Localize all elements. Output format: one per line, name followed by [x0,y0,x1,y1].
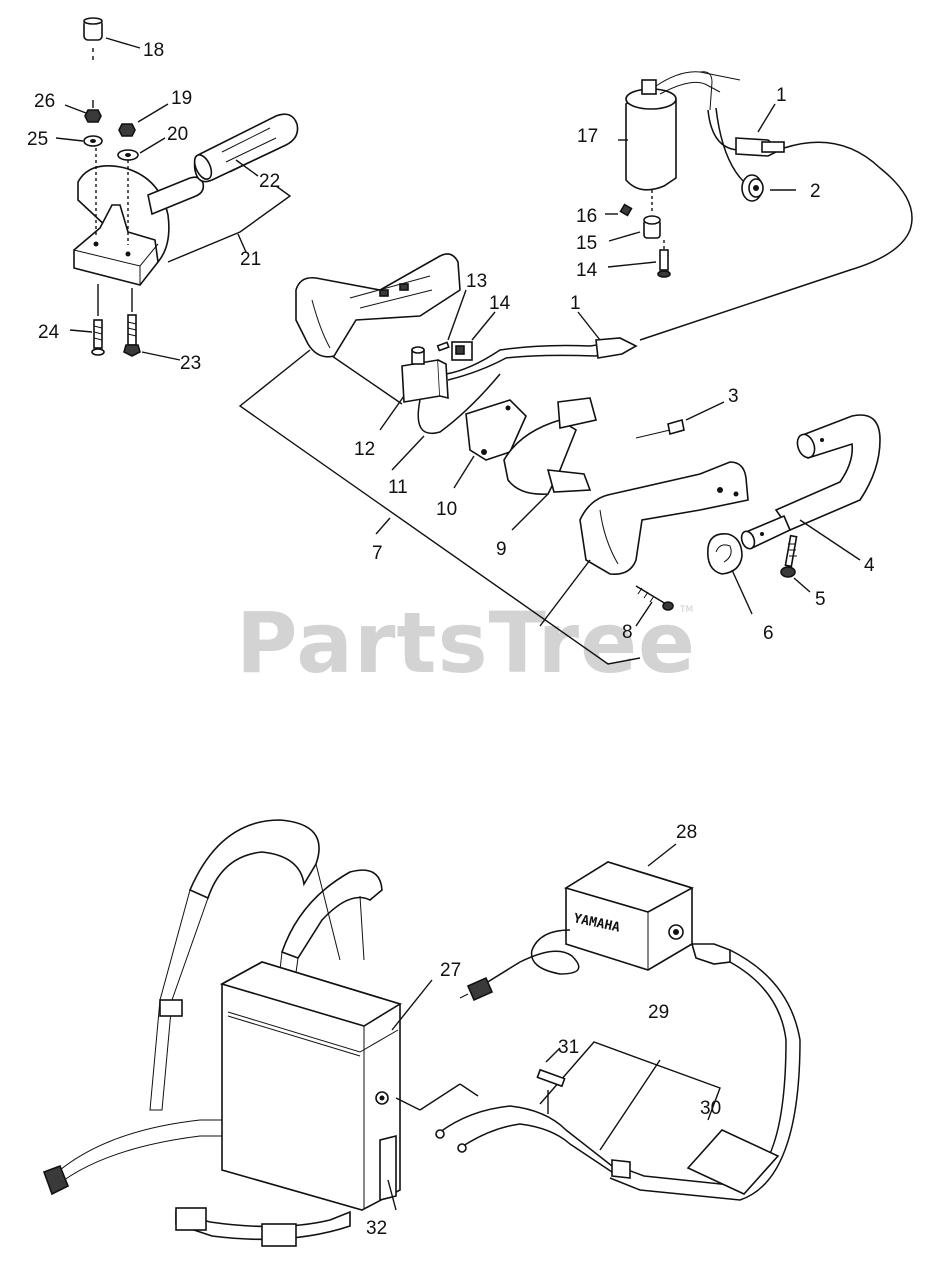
callout-1-top: 1 [776,85,787,106]
housing-bottom-part-7[interactable] [579,461,749,576]
trigger-part-9[interactable] [503,397,597,496]
waist-belt[interactable] [42,1119,351,1247]
callout-17: 16 [576,206,597,227]
callout-3: 3 [728,386,739,407]
grommet-part-2[interactable] [741,174,764,202]
grip-part-23[interactable] [191,113,299,183]
ignition-coil-assembly [605,71,913,341]
callout-30: 29 [648,1002,669,1023]
callout-15: 14 [576,260,598,281]
washer-part-26[interactable] [83,135,103,147]
callout-14: 14 [489,293,511,314]
callout-9: 9 [496,539,507,560]
nut-part-20[interactable] [118,123,136,137]
handle-plate[interactable] [73,165,205,286]
callout-26: 25 [27,129,48,150]
callout-25: 24 [38,322,60,343]
handle-plate-assembly [55,17,299,361]
switch-part-12[interactable] [401,346,449,403]
output-connector[interactable] [690,943,731,965]
callout-21: 20 [167,124,188,145]
bolt-part-24[interactable] [123,314,141,357]
callout-labels: 18 26 19 25 20 22 21 24 23 1 17 2 16 15 … [27,40,875,1239]
part-17[interactable] [619,203,633,217]
clip-part-3[interactable] [667,418,685,436]
cable-part-30[interactable] [435,1105,631,1179]
shoulder-straps[interactable] [149,819,383,1151]
callout-18: 17 [577,126,598,147]
nut-part-27[interactable] [84,109,102,123]
connector-part-1[interactable] [735,137,785,157]
callout-20: 19 [171,88,192,109]
battery-pack-part-28[interactable] [219,961,402,1211]
screw-part-15[interactable] [657,249,671,278]
block-part-14[interactable] [451,341,473,361]
callout-28: 27 [440,960,461,981]
callout-6: 6 [763,623,774,644]
callout-24: 23 [180,353,201,374]
callout-29: 28 [676,822,697,843]
clamp-part-6[interactable] [706,532,743,575]
callout-4: 4 [864,555,875,576]
screw-part-5[interactable] [780,534,798,578]
callout-13: 13 [466,271,487,292]
callout-5: 5 [815,589,826,610]
callout-27: 26 [34,91,55,112]
callout-2: 2 [810,181,821,202]
tube-part-4[interactable] [739,414,881,551]
fuse-part-32[interactable] [536,1068,566,1088]
washer-part-21[interactable] [117,149,139,161]
callout-19: 18 [143,40,164,61]
callout-7: 7 [372,543,383,564]
callout-8: 8 [622,622,633,643]
callout-11: 11 [388,477,408,498]
handle-housing-assembly [238,253,881,665]
cap-part-19[interactable] [83,17,103,41]
screw-part-8[interactable] [635,585,674,611]
watermark-text: PartsTree [236,594,696,692]
charger-part-29[interactable]: YAMAHA [564,861,695,971]
callout-33: 32 [366,1218,387,1239]
callout-22: 21 [240,249,261,270]
callout-31: 30 [700,1098,721,1119]
part-16[interactable] [643,215,661,239]
label-part-31[interactable] [686,1129,780,1195]
power-plug[interactable] [459,976,494,1002]
pin-part-13[interactable] [436,341,450,352]
callout-12: 12 [354,439,375,460]
coil-part-18[interactable] [625,71,741,191]
callout-1-middle: 1 [570,293,581,314]
housing-top-part-7[interactable] [295,253,461,358]
bolt-part-25[interactable] [91,319,105,356]
callout-16: 15 [576,233,597,254]
backpack-assembly: YAMAHA [42,819,801,1247]
callout-32: 31 [558,1037,579,1058]
connector-part-1-lower[interactable] [595,337,638,359]
callout-10: 10 [436,499,457,520]
callout-23: 22 [259,171,280,192]
watermark-trademark: TM [679,605,693,615]
